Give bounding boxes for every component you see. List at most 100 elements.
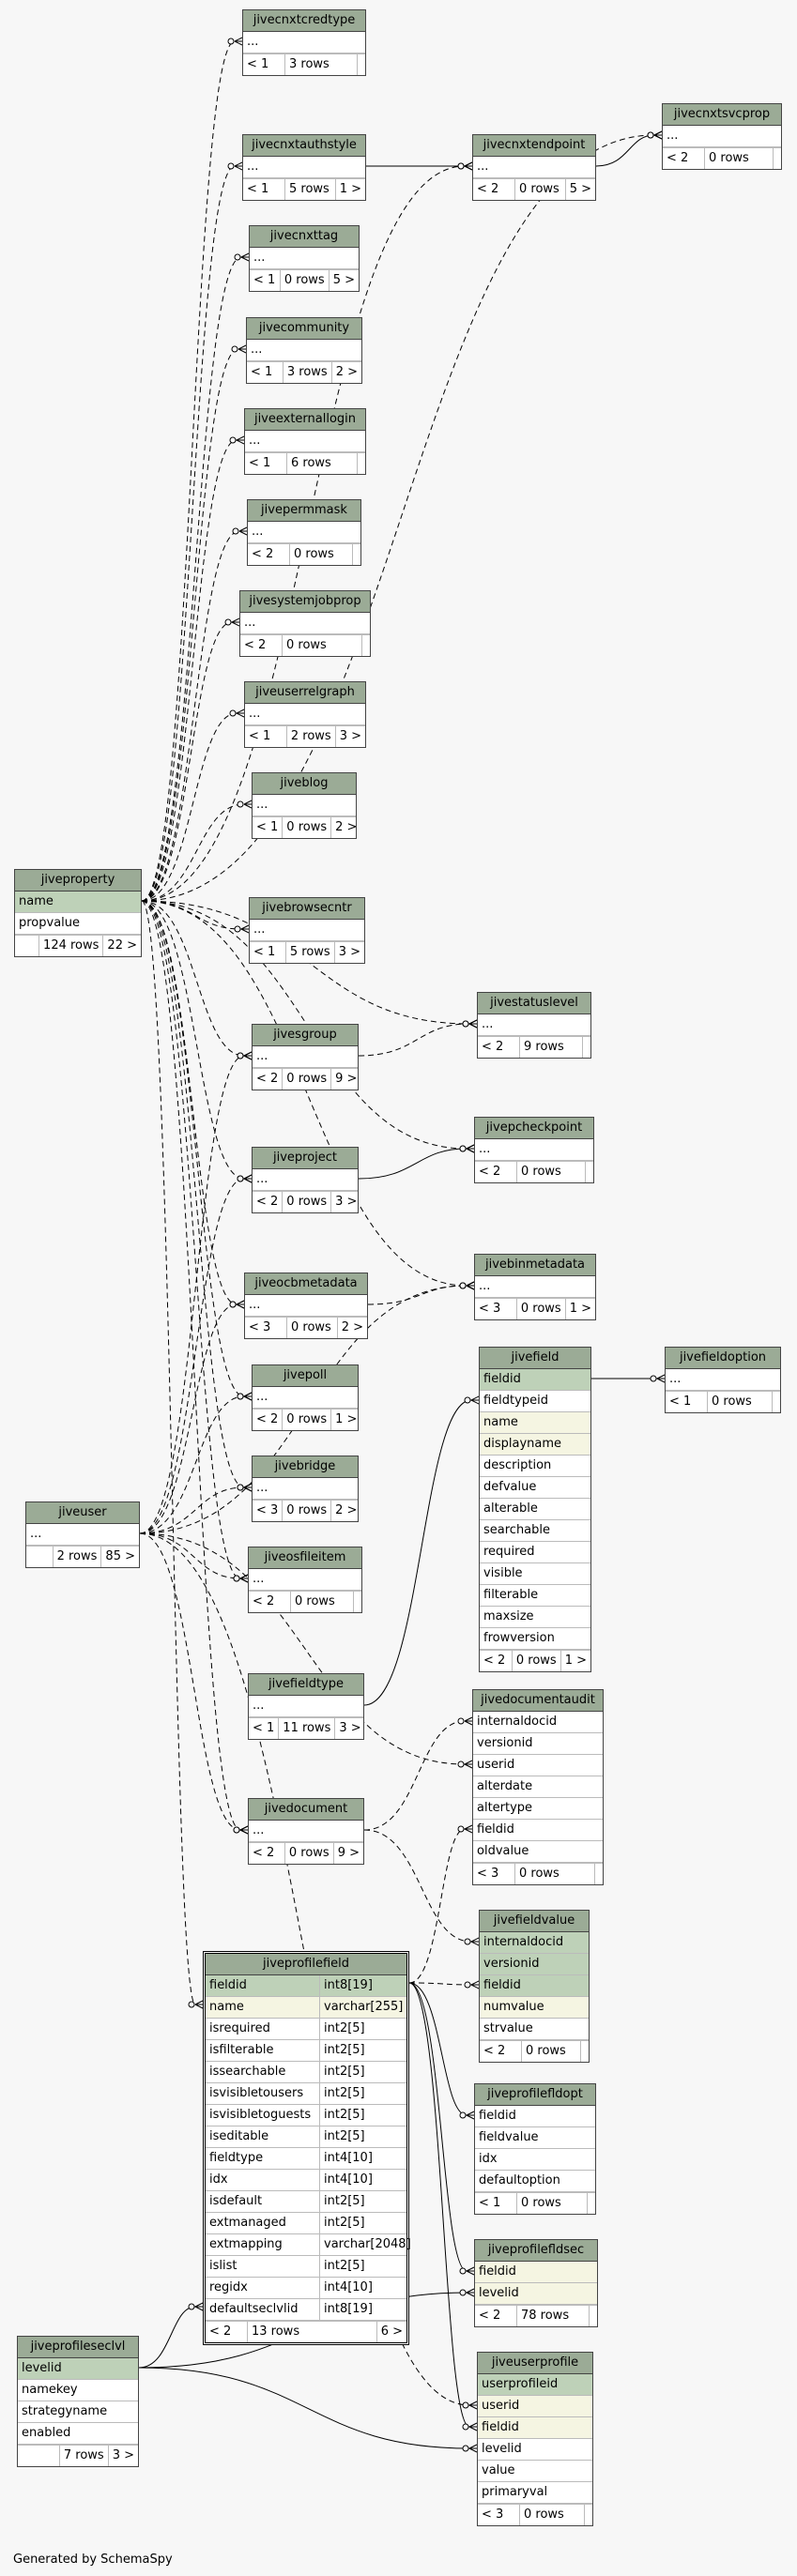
- column-row[interactable]: userid: [473, 1755, 603, 1776]
- column-row[interactable]: ...: [245, 704, 365, 725]
- children-count[interactable]: [772, 1392, 780, 1412]
- column-row[interactable]: idx: [475, 2149, 595, 2171]
- table-title[interactable]: jiveproperty: [15, 870, 141, 892]
- column-row[interactable]: userprofileid: [478, 2374, 592, 2396]
- parents-count[interactable]: < 2: [479, 2309, 501, 2323]
- column-row[interactable]: defvalue: [480, 1477, 590, 1499]
- table-title[interactable]: jiveprofileseclvl: [18, 2337, 138, 2358]
- table-title[interactable]: jivefieldoption: [666, 1348, 780, 1369]
- table-title[interactable]: jiveprofilefldopt: [475, 2084, 595, 2106]
- parents-count[interactable]: < 2: [256, 1072, 279, 1086]
- parents-count[interactable]: < 3: [256, 1503, 279, 1517]
- children-count[interactable]: 2 >: [336, 1318, 367, 1338]
- table-title[interactable]: jivecnxtendpoint: [473, 135, 595, 157]
- column-row[interactable]: frowversion: [480, 1628, 590, 1650]
- column-row[interactable]: value: [478, 2461, 592, 2482]
- column-row[interactable]: ...: [250, 248, 359, 269]
- children-count[interactable]: 3 >: [330, 1192, 360, 1212]
- children-count[interactable]: 1 >: [559, 1651, 590, 1671]
- column-row[interactable]: fieldtypeid: [480, 1391, 590, 1412]
- children-count[interactable]: [357, 54, 365, 75]
- column-row[interactable]: ...: [475, 1276, 595, 1298]
- parents-count[interactable]: < 2: [483, 1654, 506, 1668]
- table-title[interactable]: jiveosfileitem: [249, 1547, 361, 1569]
- children-count[interactable]: 6 >: [376, 2322, 406, 2342]
- column-row[interactable]: ...: [253, 1478, 358, 1500]
- parents-count[interactable]: [15, 936, 38, 956]
- column-row[interactable]: searchable: [480, 1520, 590, 1542]
- parents-count[interactable]: < 3: [479, 1302, 501, 1316]
- parents-count[interactable]: [18, 2446, 59, 2466]
- children-count[interactable]: 85 >: [100, 1547, 139, 1567]
- parents-count[interactable]: [26, 1547, 53, 1567]
- table-title[interactable]: jivestatuslevel: [478, 993, 590, 1014]
- table-title[interactable]: jivefieldvalue: [480, 1911, 589, 1932]
- children-count[interactable]: [587, 2193, 595, 2214]
- column-row[interactable]: ...: [249, 1696, 363, 1717]
- children-count[interactable]: [594, 1864, 603, 1884]
- column-row[interactable]: required: [480, 1542, 590, 1563]
- column-row[interactable]: versionid: [480, 1954, 589, 1975]
- column-row[interactable]: primaryval: [478, 2482, 592, 2504]
- column-row[interactable]: propvalue: [15, 913, 141, 935]
- column-row[interactable]: ...: [253, 1387, 358, 1409]
- parents-count[interactable]: < 2: [244, 638, 267, 652]
- parents-count[interactable]: < 2: [253, 1594, 275, 1608]
- table-title[interactable]: jiveproject: [253, 1148, 358, 1169]
- column-row[interactable]: displayname: [480, 1434, 590, 1456]
- column-row[interactable]: namekey: [18, 2380, 138, 2401]
- parents-count[interactable]: < 2: [482, 1040, 504, 1054]
- table-title[interactable]: jivecnxtsvcprop: [663, 104, 781, 126]
- children-count[interactable]: 22 >: [102, 936, 141, 956]
- column-row[interactable]: ...: [248, 522, 360, 543]
- table-title[interactable]: jivefield: [480, 1348, 590, 1369]
- children-count[interactable]: [352, 544, 360, 565]
- column-row[interactable]: fieldvalue: [475, 2127, 595, 2149]
- column-row[interactable]: fieldid: [478, 2417, 592, 2439]
- table-title[interactable]: jivecommunity: [247, 318, 361, 340]
- table-title[interactable]: jiveblog: [253, 773, 356, 795]
- table-title[interactable]: jivebrowsecntr: [250, 898, 364, 920]
- children-count[interactable]: 1 >: [334, 179, 365, 200]
- column-row[interactable]: description: [480, 1456, 590, 1477]
- parents-count[interactable]: < 2: [479, 1165, 501, 1179]
- column-row[interactable]: ...: [243, 32, 365, 53]
- children-count[interactable]: 1 >: [564, 1299, 595, 1319]
- table-title[interactable]: jiveprofilefldsec: [475, 2240, 597, 2262]
- children-count[interactable]: [361, 635, 370, 656]
- column-row[interactable]: ...: [249, 1569, 361, 1591]
- children-count[interactable]: 5 >: [328, 270, 359, 291]
- children-count[interactable]: 5 >: [564, 179, 595, 200]
- column-row[interactable]: levelid: [18, 2358, 138, 2380]
- table-title[interactable]: jivesystemjobprop: [240, 591, 370, 613]
- table-title[interactable]: jivepoll: [253, 1365, 358, 1387]
- column-row[interactable]: name: [480, 1412, 590, 1434]
- column-row[interactable]: filterable: [480, 1585, 590, 1607]
- parents-count[interactable]: < 2: [667, 151, 689, 165]
- table-title[interactable]: jivefieldtype: [249, 1674, 363, 1696]
- children-count[interactable]: 3 >: [333, 942, 364, 963]
- children-count[interactable]: [773, 148, 781, 169]
- table-title[interactable]: jivepcheckpoint: [475, 1118, 593, 1139]
- children-count[interactable]: 9 >: [332, 1843, 363, 1864]
- column-row[interactable]: fieldid: [475, 2106, 595, 2127]
- column-row[interactable]: ...: [250, 920, 364, 941]
